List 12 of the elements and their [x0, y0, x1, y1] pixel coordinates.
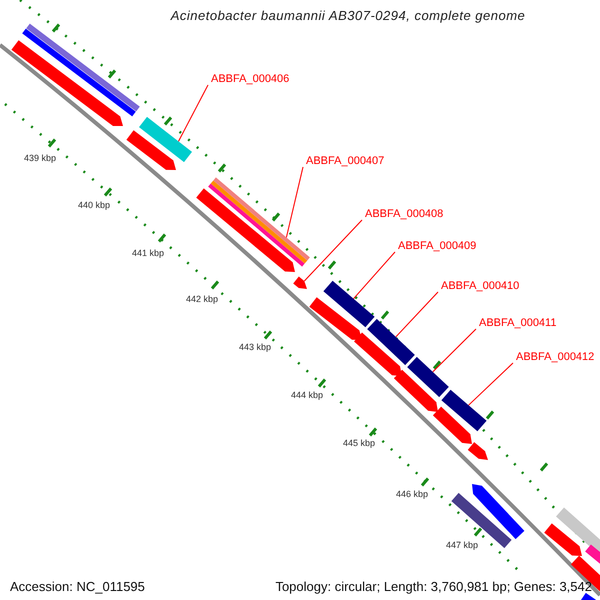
tick-label: 447 kbp [446, 540, 478, 550]
tick-label: 442 kbp [186, 294, 218, 304]
tick-label: 445 kbp [343, 438, 376, 448]
tick-label: 443 kbp [239, 342, 272, 352]
tick-label: 441 kbp [132, 248, 164, 258]
tick-label: 444 kbp [291, 390, 324, 400]
title: Acinetobacter baumannii AB307-0294, complete genome [170, 8, 526, 23]
tick-label: 446 kbp [396, 489, 428, 500]
genome-info-text: Topology: circular; Length: 3,760,981 bp; Genes: 3,542 [275, 580, 592, 595]
accession-text: Accession: NC_011595 [10, 580, 145, 595]
tick-label: 439 kbp [24, 153, 56, 164]
tick-label: 440 kbp [78, 200, 110, 210]
